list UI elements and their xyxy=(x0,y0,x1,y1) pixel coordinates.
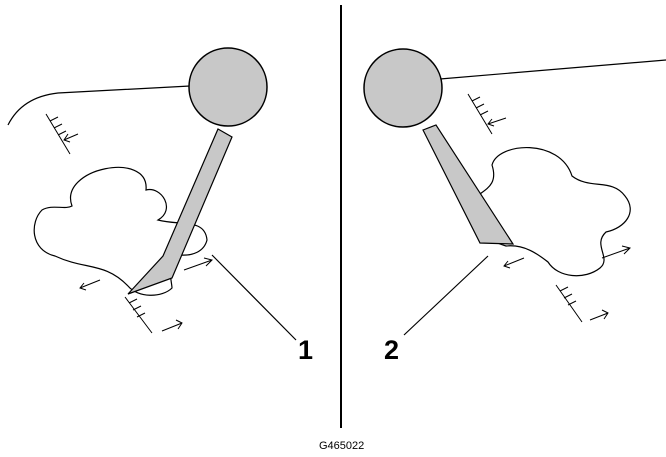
speed-symbol-icon xyxy=(45,113,213,334)
callout-label-1: 1 xyxy=(298,335,313,365)
console-edge-left xyxy=(7,85,191,126)
lever-knob-right xyxy=(363,48,443,128)
lever-shaft-right xyxy=(422,124,515,245)
callout-label-2: 2 xyxy=(384,335,399,365)
console-edge-right xyxy=(439,59,666,80)
speed-symbol-icon xyxy=(467,93,631,323)
lever-shaft-left xyxy=(127,128,233,295)
callout-leader-2 xyxy=(403,255,489,336)
lever-knob-left xyxy=(188,47,268,127)
right-panel: 2 xyxy=(363,48,666,365)
left-panel: 1 xyxy=(7,47,313,365)
callout-leader-1 xyxy=(211,254,297,341)
figure-id: G465022 xyxy=(319,440,364,452)
